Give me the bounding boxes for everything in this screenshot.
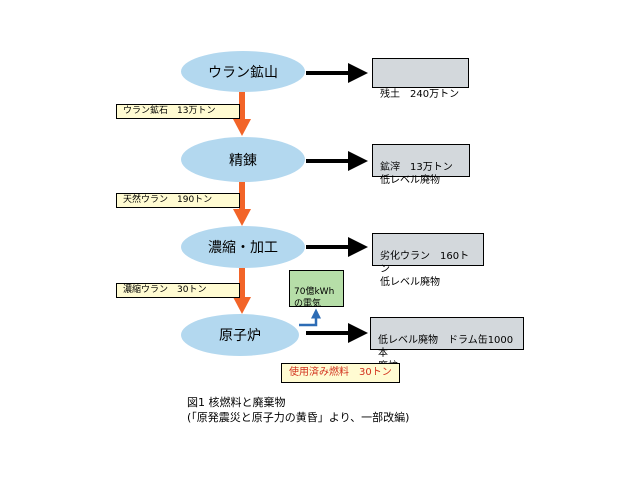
stage-reactor: 原子炉 — [181, 314, 299, 356]
caption-title: 図1 核燃料と廃棄物 — [187, 396, 286, 409]
figure-caption: 図1 核燃料と廃棄物 (「原発震災と原子力の黄昏」より、一部改編) — [187, 395, 409, 425]
stage-uranium-mine: ウラン鉱山 — [181, 51, 305, 92]
output-box-reactor-waste: 低レベル廃物 ドラム缶1000本 廃炉 — [370, 317, 524, 372]
caption-source: (「原発震災と原子力の黄昏」より、一部改編) — [187, 411, 410, 424]
electricity-text: 70億kWh の電気 — [294, 287, 335, 309]
output-text: 残土 240万トン — [380, 89, 460, 100]
output-text: 鉱滓 13万トン 低レベル廃物 — [380, 162, 453, 186]
output-box-mine-waste: 残土 240万トン — [372, 58, 469, 100]
flow-label-uranium-ore: ウラン鉱石 13万トン — [116, 104, 240, 119]
flow-label-natural-uranium: 天然ウラン 190トン — [116, 193, 240, 208]
stage-label: ウラン鉱山 — [208, 64, 278, 81]
flow-label-text: 濃縮ウラン 30トン — [123, 285, 207, 295]
output-text: 劣化ウラン 160トン 低レベル廃物 — [380, 251, 470, 288]
spent-fuel-text: 使用済み燃料 30トン — [289, 367, 392, 378]
flow-label-text: ウラン鉱石 13万トン — [123, 106, 216, 116]
output-box-depleted-uranium: 劣化ウラン 160トン 低レベル廃物 — [372, 233, 484, 288]
stage-enrichment-processing: 濃縮・加工 — [181, 226, 305, 268]
stage-label: 濃縮・加工 — [208, 240, 278, 256]
power-arrow — [299, 308, 321, 327]
stage-label: 原子炉 — [219, 328, 261, 344]
flow-arrow-enrichment-to-reactor — [233, 268, 251, 314]
flow-label-enriched-uranium: 濃縮ウラン 30トン — [116, 283, 240, 298]
flow-arrow-mine-to-refining — [233, 92, 251, 136]
electricity-box: 70億kWh の電気 — [289, 270, 344, 309]
stage-refining: 精錬 — [181, 137, 305, 182]
stage-label: 精錬 — [229, 152, 257, 169]
flow-label-text: 天然ウラン 190トン — [123, 195, 213, 205]
spent-fuel-label: 使用済み燃料 30トン — [281, 363, 400, 383]
output-box-tailings: 鉱滓 13万トン 低レベル廃物 — [372, 144, 470, 186]
flow-arrow-refining-to-enrichment — [233, 182, 251, 226]
